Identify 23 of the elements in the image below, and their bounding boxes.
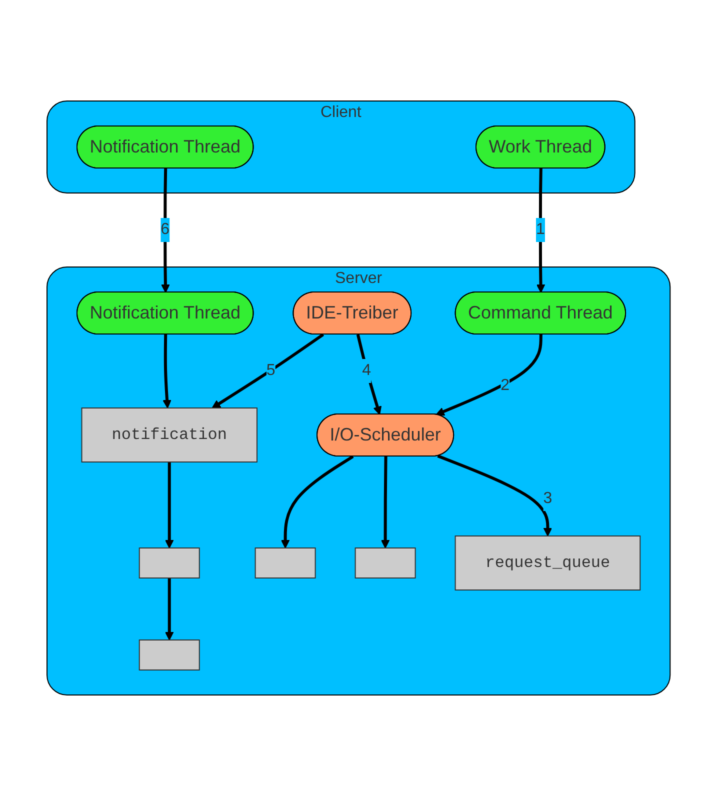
node-box: request_queue bbox=[454, 536, 641, 590]
edge-label: 1 bbox=[536, 220, 545, 238]
node-box: notification bbox=[81, 408, 258, 462]
edge-label: 6 bbox=[160, 220, 170, 238]
arrow bbox=[212, 333, 324, 408]
edge-label: 3 bbox=[543, 490, 552, 507]
node-box bbox=[138, 548, 200, 578]
arrow bbox=[162, 334, 172, 408]
node-box bbox=[254, 548, 316, 578]
edge-label: 5 bbox=[266, 362, 276, 379]
arrow bbox=[536, 168, 546, 293]
arrow bbox=[380, 456, 390, 548]
arrow bbox=[436, 334, 542, 416]
node-box bbox=[138, 639, 200, 670]
arrow bbox=[280, 455, 354, 548]
edge-label: 2 bbox=[500, 376, 510, 394]
arrow bbox=[356, 334, 382, 415]
arrow bbox=[164, 462, 174, 548]
arrow bbox=[437, 454, 552, 536]
edge-label: 4 bbox=[362, 362, 371, 379]
node-box bbox=[354, 548, 416, 578]
arrow bbox=[161, 168, 170, 293]
arrow bbox=[164, 578, 174, 640]
